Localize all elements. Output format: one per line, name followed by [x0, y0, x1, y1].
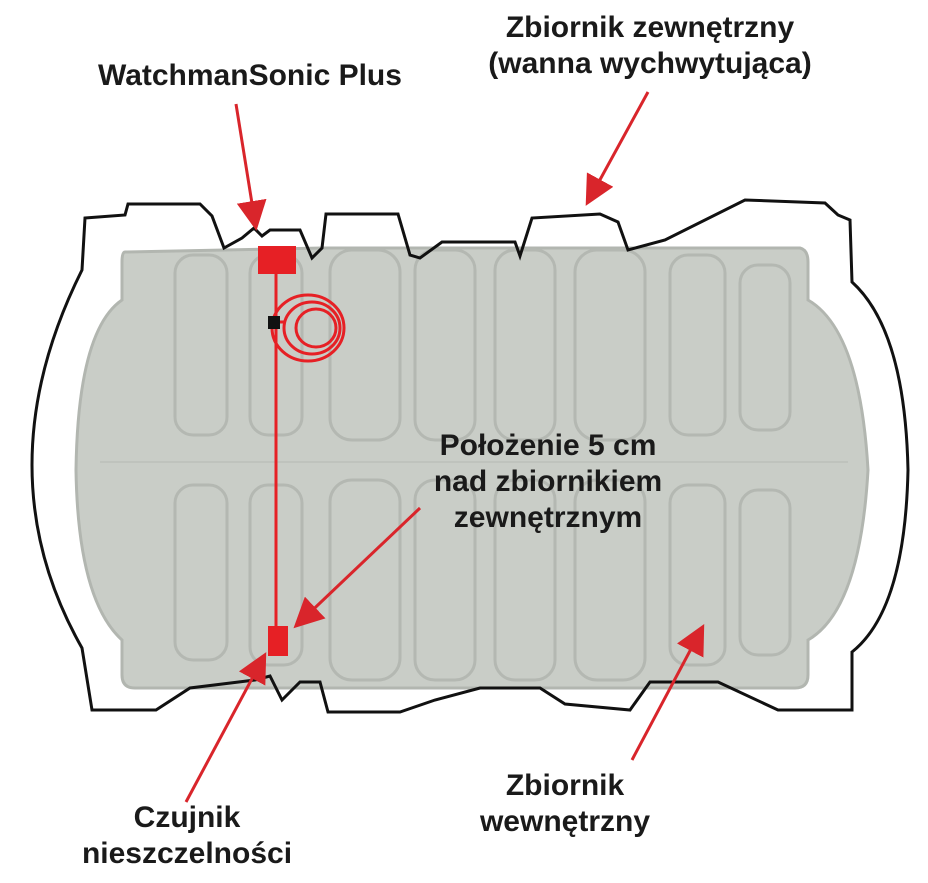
- label-inner-tank: Zbiornik wewnętrzny: [460, 768, 670, 840]
- inner-tank: [74, 246, 870, 690]
- arrows: [184, 91, 705, 803]
- rib: [668, 253, 727, 437]
- rib: [573, 248, 647, 442]
- rib: [173, 253, 229, 437]
- cable-coil: [294, 307, 338, 349]
- cable-coil: [282, 300, 342, 356]
- rib: [573, 478, 647, 682]
- arrow-sensor-unit: [234, 103, 267, 231]
- label-position-line1: Położenie 5 cm: [439, 429, 657, 462]
- rib: [738, 263, 792, 432]
- arrow-outer-tank: [585, 91, 650, 206]
- rib: [738, 488, 792, 657]
- outer-tank-outline: [30, 198, 910, 714]
- label-leak-sensor-line1: Czujnik: [133, 801, 241, 834]
- rib: [413, 478, 477, 682]
- rib: [173, 483, 229, 662]
- label-leak-sensor: Czujnik nieszczelności: [62, 800, 312, 872]
- label-outer-tank-line2: (wanna wychwytująca): [488, 47, 812, 80]
- label-leak-sensor-line2: nieszczelności: [81, 837, 293, 870]
- label-position-line2: nad zbiornikiem: [433, 465, 663, 498]
- label-sensor-unit-text: WatchmanSonic Plus: [98, 59, 402, 92]
- label-inner-tank-line1: Zbiornik: [505, 769, 625, 802]
- rib: [493, 478, 557, 682]
- label-outer-tank-line1: Zbiornik zewnętrzny: [505, 11, 795, 44]
- rib: [493, 248, 557, 442]
- arrow-position: [293, 506, 422, 629]
- watchman-sonic-device: [258, 246, 296, 274]
- arrow-inner-tank: [630, 624, 705, 761]
- label-sensor-unit: WatchmanSonic Plus: [98, 58, 402, 94]
- label-inner-tank-line2: wewnętrzny: [479, 805, 651, 838]
- lower-ribs: [173, 478, 792, 682]
- cable-clip: [268, 316, 280, 329]
- leak-sensor-probe: [268, 626, 288, 656]
- label-position-line3: zewnętrznym: [453, 501, 643, 534]
- label-position: Położenie 5 cm nad zbiornikiem zewnętrzn…: [408, 428, 688, 536]
- arrow-leak-sensor: [184, 652, 267, 803]
- rib: [413, 248, 477, 442]
- rib: [328, 248, 402, 442]
- rib: [328, 478, 402, 682]
- label-outer-tank: Zbiornik zewnętrzny (wanna wychwytująca): [470, 10, 830, 82]
- rib: [668, 483, 727, 667]
